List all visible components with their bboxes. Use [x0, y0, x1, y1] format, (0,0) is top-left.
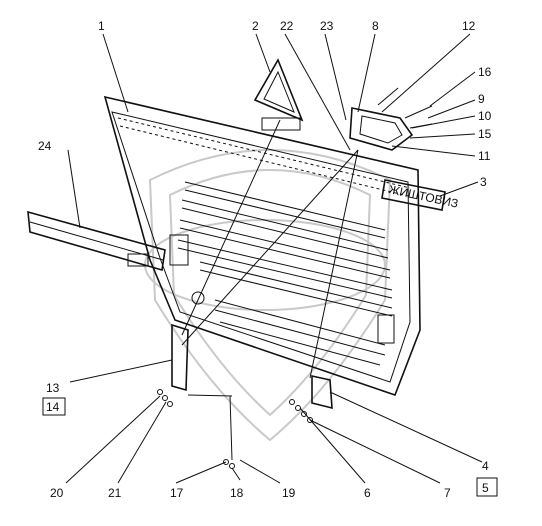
label-10: 10 — [478, 109, 492, 123]
label-5: 5 — [482, 481, 489, 495]
label-19: 19 — [282, 486, 296, 500]
label-14: 14 — [46, 400, 60, 414]
emblem — [253, 58, 304, 131]
grille-slats — [177, 181, 393, 366]
label-22: 22 — [280, 19, 294, 33]
label-1: 1 — [98, 19, 105, 33]
leader-lines — [65, 33, 483, 484]
label-20: 20 — [50, 486, 64, 500]
label-23: 23 — [320, 19, 334, 33]
label-18: 18 — [230, 486, 244, 500]
label-11: 11 — [478, 149, 491, 163]
lower-hardware — [157, 323, 333, 469]
label-17: 17 — [170, 486, 184, 500]
label-15: 15 — [478, 127, 492, 141]
latch-assembly — [349, 87, 433, 151]
label-7: 7 — [444, 486, 451, 500]
watermark-shield — [144, 149, 392, 442]
label-14-box — [42, 397, 66, 416]
rods — [181, 119, 359, 379]
label-12: 12 — [462, 19, 476, 33]
grille-panel — [103, 95, 421, 397]
label-3: 3 — [480, 175, 487, 189]
label-16: 16 — [478, 65, 492, 79]
label-2: 2 — [252, 19, 259, 33]
label-24: 24 — [38, 139, 52, 153]
label-4: 4 — [482, 459, 489, 473]
label-13: 13 — [46, 381, 60, 395]
trim-strip — [27, 210, 166, 272]
label-6: 6 — [364, 486, 371, 500]
label-21: 21 — [108, 486, 122, 500]
label-8: 8 — [372, 19, 379, 33]
callout-labels: 1 2 22 23 8 12 16 9 10 15 11 3 24 13 14 … — [38, 19, 498, 500]
label-5-box — [476, 477, 498, 497]
label-9: 9 — [478, 92, 485, 106]
name-plate: ЖИШТОВИЗ — [381, 179, 459, 211]
